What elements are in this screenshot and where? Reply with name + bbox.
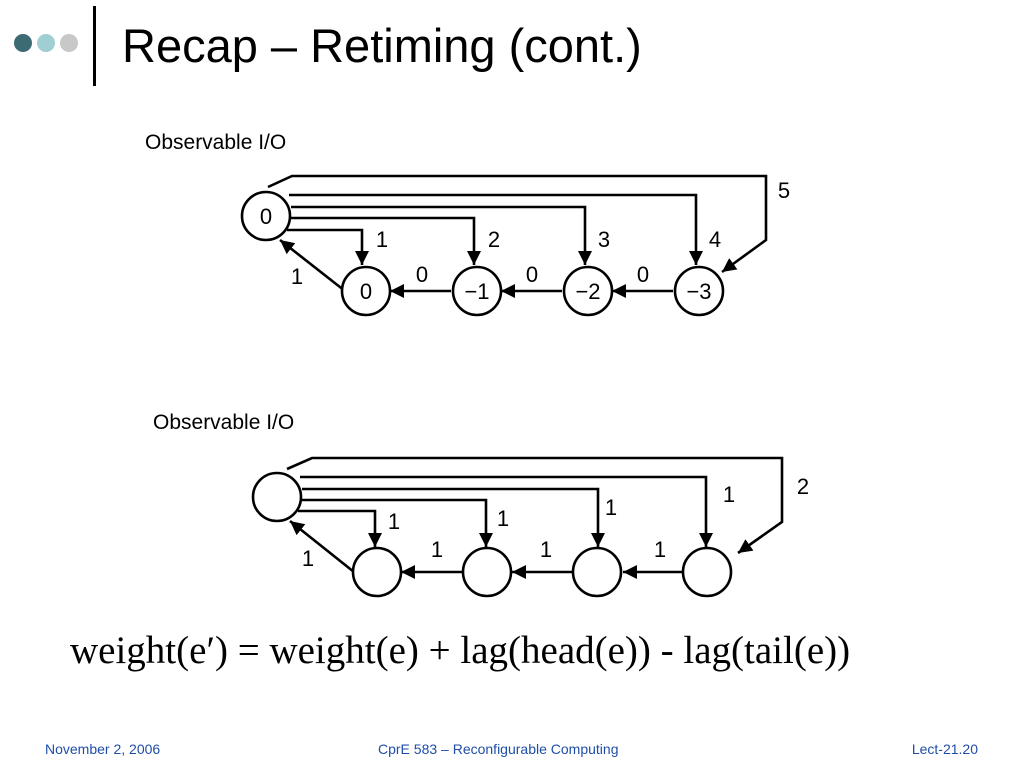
host-edge xyxy=(291,205,592,265)
graph-node xyxy=(681,546,733,598)
edge-weight: 1 xyxy=(291,264,303,289)
edge-weight: 5 xyxy=(778,178,790,203)
graph-node xyxy=(451,265,503,317)
node-label: −3 xyxy=(686,279,711,304)
title-divider xyxy=(93,6,96,86)
feedback-edge xyxy=(286,456,784,555)
edge-weight: 1 xyxy=(540,537,552,562)
edge-weight: 1 xyxy=(302,546,314,571)
edge-weight: 1 xyxy=(376,227,388,252)
graph-node xyxy=(351,546,403,598)
edge-weight: 3 xyxy=(598,227,610,252)
edge-weight: 0 xyxy=(526,262,538,287)
return-edge xyxy=(289,519,355,574)
node-label: 0 xyxy=(360,279,372,304)
host-node-label: 0 xyxy=(260,204,272,229)
host-edge xyxy=(289,193,703,265)
edge-weight: 1 xyxy=(497,506,509,531)
host-node xyxy=(251,471,303,523)
retiming-graph-before: Observable I/O 0 0 −1 −2 xyxy=(145,131,790,317)
edge-weight: 4 xyxy=(709,227,721,252)
graph-node xyxy=(340,265,392,317)
graph-node xyxy=(562,265,614,317)
host-node xyxy=(240,190,292,242)
edge-weight: 2 xyxy=(488,227,500,252)
edge-weight: 0 xyxy=(637,262,649,287)
node-label: −2 xyxy=(575,279,600,304)
node-label: −1 xyxy=(464,279,489,304)
feedback-edge xyxy=(267,174,768,274)
decorative-dots xyxy=(14,34,94,54)
host-edge xyxy=(290,216,481,265)
graph-node xyxy=(461,546,513,598)
edge-weight: 1 xyxy=(723,482,735,507)
footer-page-number: Lect-21.20 xyxy=(911,741,978,757)
graph-node xyxy=(571,546,623,598)
footer-course: CprE 583 – Reconfigurable Computing xyxy=(378,741,619,757)
edge-weight: 1 xyxy=(654,537,666,562)
diagram-heading: Observable I/O xyxy=(153,411,294,434)
dot-mid-icon xyxy=(37,34,55,52)
host-edge xyxy=(287,228,369,265)
host-edge xyxy=(300,475,713,547)
edge-weight: 2 xyxy=(797,474,809,499)
host-edge xyxy=(301,498,493,547)
return-edge xyxy=(279,238,346,293)
retiming-graph-after: Observable I/O xyxy=(153,411,809,598)
slide-title: Recap – Retiming (cont.) xyxy=(122,19,642,72)
dot-dark-icon xyxy=(14,34,32,52)
dot-light-icon xyxy=(60,34,78,52)
host-edge xyxy=(302,487,605,547)
edge-weight: 1 xyxy=(605,495,617,520)
edge-weight: 1 xyxy=(431,537,443,562)
diagram-heading: Observable I/O xyxy=(145,131,286,154)
graph-node xyxy=(673,265,725,317)
footer-date: November 2, 2006 xyxy=(45,741,161,757)
retiming-formula: weight(e′) = weight(e) + lag(head(e)) - … xyxy=(70,629,851,672)
host-edge xyxy=(298,509,382,547)
edge-weight: 1 xyxy=(388,509,400,534)
edge-weight: 0 xyxy=(416,262,428,287)
